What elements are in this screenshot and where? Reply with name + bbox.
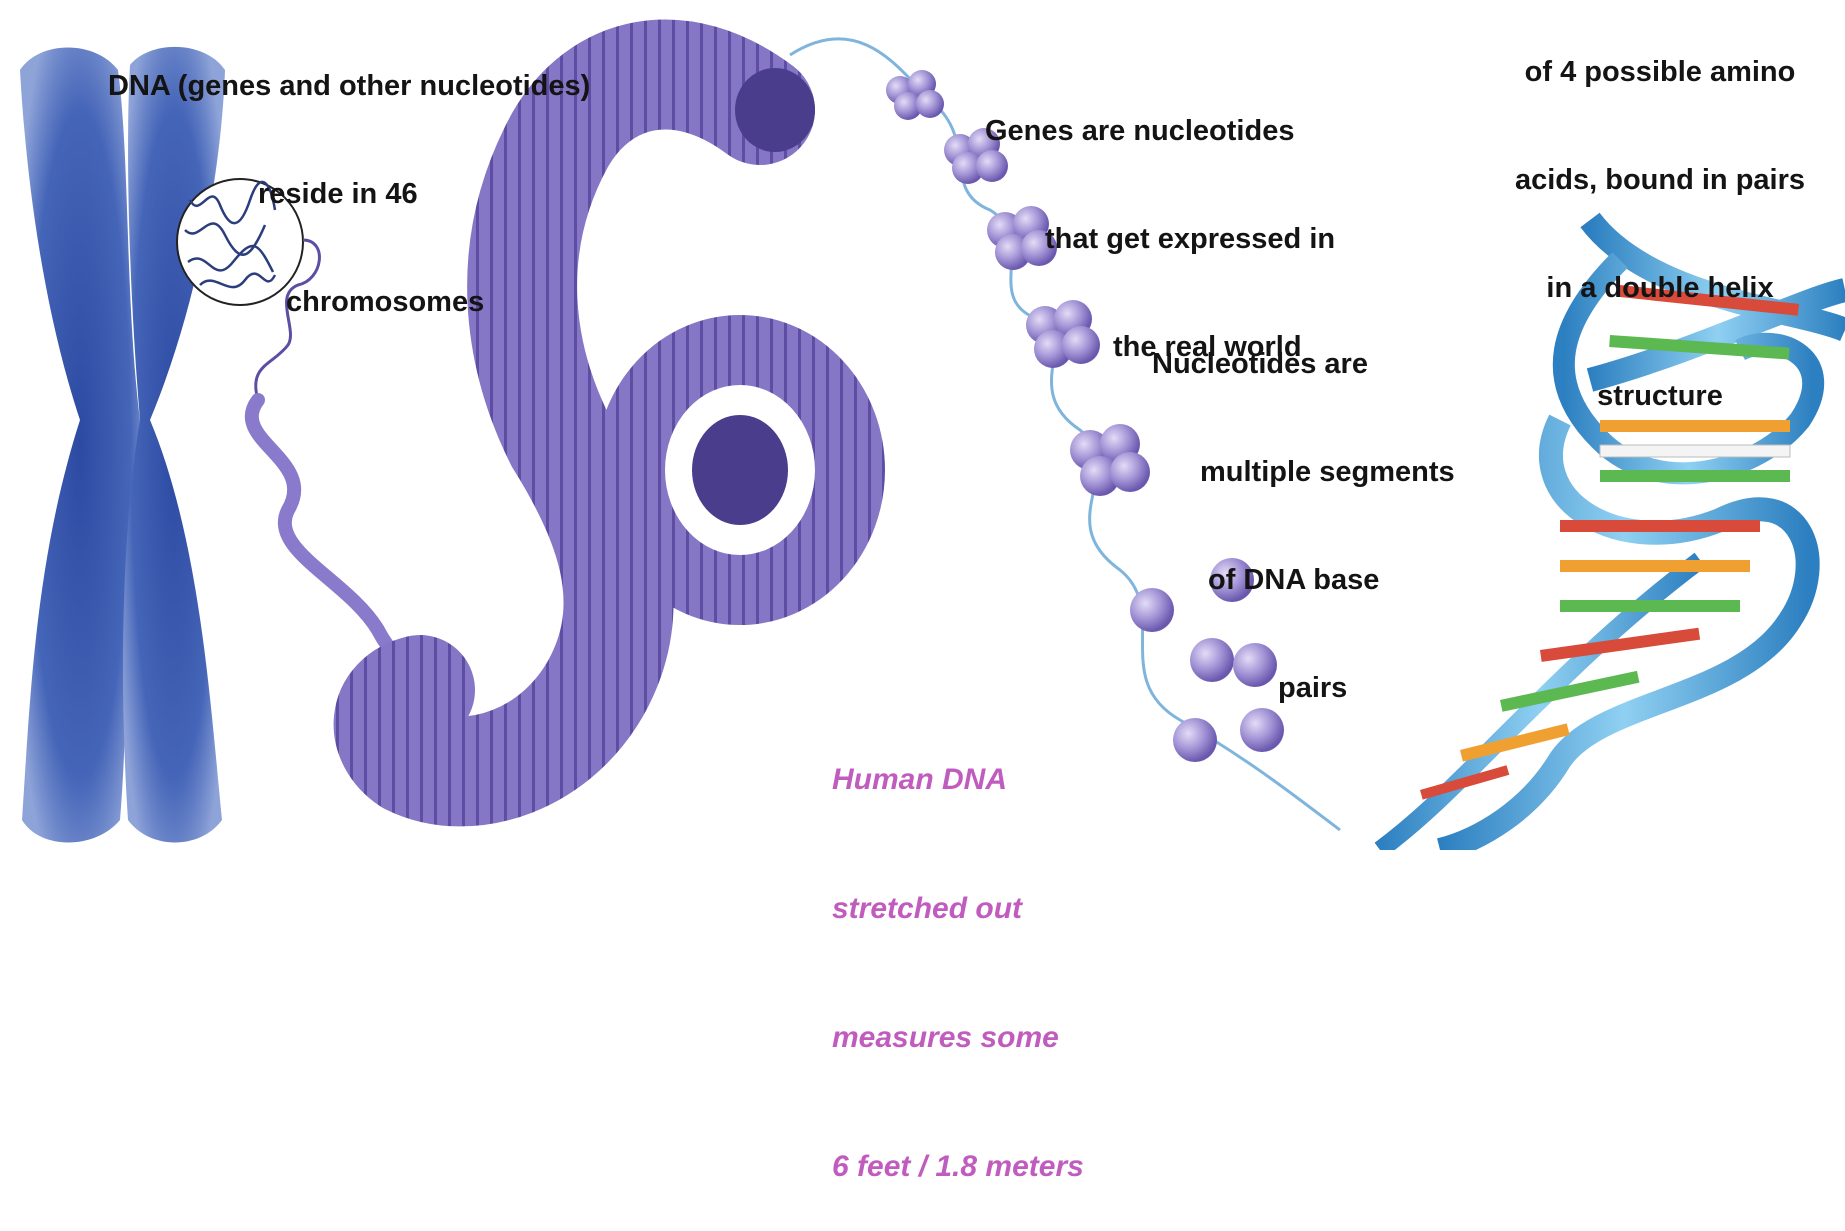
label-line: pairs (1152, 670, 1455, 706)
label-line: stretched out (832, 887, 1084, 930)
label-line: structure (1450, 378, 1845, 414)
label-line: chromosomes (108, 284, 590, 320)
label-line: Human DNA (832, 758, 1084, 801)
label-line: multiple segments (1152, 454, 1455, 490)
label-line: of DNA base (1152, 562, 1455, 598)
dna-chromosome-label: DNA (genes and other nucleotides) reside… (108, 0, 590, 356)
label-line: DNA (genes and other nucleotides) (108, 68, 590, 104)
label-line: measures some (832, 1016, 1084, 1059)
label-line: acids, bound in pairs (1450, 162, 1845, 198)
label-line: that get expressed in (985, 221, 1335, 257)
dna-length-label: Human DNA stretched out measures some 6 … (832, 672, 1084, 1231)
label-line: Genes are nucleotides (985, 113, 1335, 149)
nucleotides-label: Nucleotides are multiple segments of DNA… (1152, 274, 1455, 742)
label-line: 6 feet / 1.8 meters (832, 1145, 1084, 1188)
label-line: of 4 possible amino (1450, 54, 1845, 90)
double-helix-label: of 4 possible amino acids, bound in pair… (1450, 0, 1845, 450)
label-line: in a double helix (1450, 270, 1845, 306)
label-line: Nucleotides are (1152, 346, 1455, 382)
label-line: reside in 46 (108, 176, 590, 212)
